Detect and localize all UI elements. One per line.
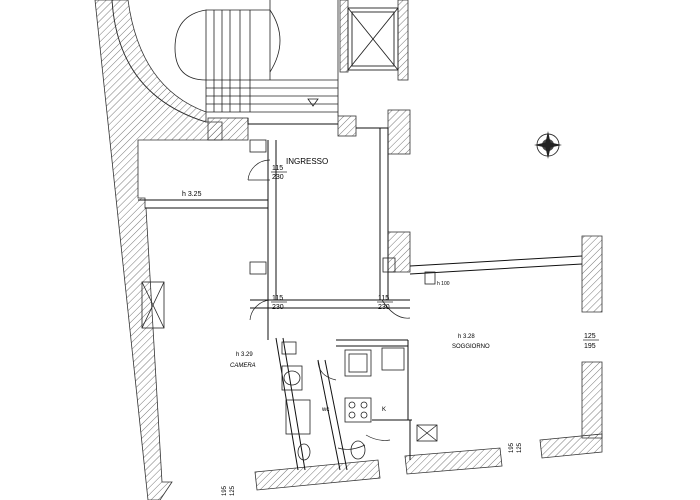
entrance-arrow-icon [307, 98, 319, 107]
kitchen-hob [344, 397, 372, 423]
door-soggiorno-width: 115 [378, 295, 389, 302]
burner-1-icon [348, 401, 356, 409]
left-outer-wall [94, 0, 223, 500]
fridge [381, 347, 405, 371]
burner-4-icon [360, 411, 368, 419]
shower-tray [285, 399, 311, 435]
interior-walls [138, 118, 583, 471]
entrance-right-pier [337, 115, 357, 137]
burner-2-icon [360, 401, 368, 409]
room-label-wc: wc [321, 407, 329, 413]
stair-enclosure-wall [111, 0, 207, 123]
right-outer-wall-lower [581, 361, 603, 439]
soggiorno-left-block [387, 231, 411, 273]
height-label-camera: h 3.29 [236, 352, 253, 358]
staircase [174, 0, 339, 116]
bottom-wall-right [539, 433, 603, 459]
window-bottom-left-width: 125 [230, 485, 236, 496]
window-right-width: 125 [584, 333, 596, 340]
wc-toilet-icon [350, 440, 366, 460]
room-label-kitchen: K [382, 407, 386, 413]
door-soggiorno-height: 230 [378, 304, 390, 311]
labels: INGRESSO CAMERA SOGGIORNO wc K h 3.25 h … [182, 157, 599, 496]
room-label-soggiorno: SOGGIORNO [452, 344, 490, 350]
shaft-box [347, 7, 399, 71]
height-label-niche: h 100 [437, 281, 450, 287]
camera-sink-icon [283, 370, 301, 386]
window-bottom-right-height: 195 [509, 442, 515, 453]
room-label-camera: CAMERA [230, 363, 256, 369]
bottom-wall-middle [404, 447, 503, 475]
door-entrance-height: 230 [272, 174, 284, 181]
bottom-wall-left [254, 459, 381, 491]
window-bottom-right-width: 125 [517, 442, 523, 453]
door-entrance-width: 115 [272, 165, 283, 172]
entrance-left-pier [207, 117, 249, 141]
boiler-icon [416, 424, 438, 442]
door-camera-width: 115 [272, 295, 283, 302]
shaft-wall-right [397, 0, 409, 81]
height-label-corridor: h 3.25 [182, 191, 202, 198]
door-swings [247, 159, 411, 450]
burner-3-icon [348, 411, 356, 419]
camera-toilet-icon [297, 443, 311, 461]
kitchen-sink-icon [344, 349, 372, 377]
right-outer-wall [581, 235, 603, 313]
door-camera-height: 230 [272, 304, 284, 311]
structural-walls [94, 0, 603, 500]
compass-rose-icon [534, 131, 562, 159]
shaft-wall [339, 0, 349, 73]
window-right-height: 195 [584, 343, 596, 350]
corridor-right-block [387, 109, 411, 155]
fixtures [141, 139, 438, 461]
niche [424, 271, 436, 285]
camera-cabinet [141, 281, 165, 329]
window-bottom-left-height: 195 [222, 485, 228, 496]
height-label-soggiorno: h 3.28 [458, 334, 475, 340]
room-label-ingresso: INGRESSO [286, 157, 328, 166]
